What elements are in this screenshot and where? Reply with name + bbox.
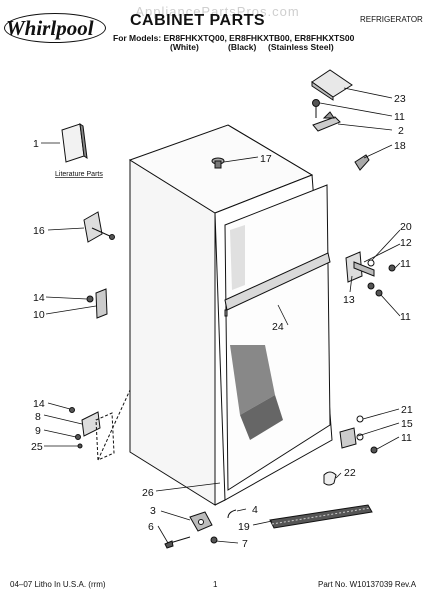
callout-13: 13 bbox=[343, 294, 355, 306]
callout-6: 6 bbox=[148, 521, 154, 533]
callout-1: 1 bbox=[33, 138, 39, 150]
part-10-bracket bbox=[86, 288, 108, 319]
callout-18: 18 bbox=[394, 140, 406, 152]
callout-2: 2 bbox=[398, 125, 404, 137]
brand-logo-ring bbox=[4, 13, 106, 43]
callout-25: 25 bbox=[31, 441, 43, 453]
callout-19: 19 bbox=[238, 521, 250, 533]
callout-14b: 14 bbox=[33, 398, 45, 410]
callout-9: 9 bbox=[35, 425, 41, 437]
leader-lines bbox=[41, 87, 401, 544]
part-15-bottom-hinge bbox=[339, 415, 378, 454]
callout-10: 10 bbox=[33, 309, 45, 321]
callout-12: 12 bbox=[400, 237, 412, 249]
callout-24: 24 bbox=[272, 321, 284, 333]
appliance-type: REFRIGERATOR bbox=[360, 15, 423, 24]
part-2-top-hinge bbox=[312, 99, 341, 132]
page-title: CABINET PARTS bbox=[130, 12, 266, 29]
callout-17: 17 bbox=[260, 153, 272, 165]
part-8-lower-hinge bbox=[69, 389, 131, 461]
callout-26: 26 bbox=[142, 487, 154, 499]
callout-11d: 11 bbox=[401, 432, 412, 444]
footer-print-info: 04–07 Litho In U.S.A. (rrm) bbox=[10, 580, 106, 589]
callout-16: 16 bbox=[33, 225, 45, 237]
callout-7: 7 bbox=[242, 538, 248, 550]
brand-logo: Whirlpool bbox=[6, 16, 94, 40]
model-numbers: For Models: ER8FHKXTQ00, ER8FHKXTB00, ER… bbox=[113, 33, 355, 43]
part-12-center-hinge bbox=[345, 251, 396, 297]
part-3-leveler bbox=[164, 509, 237, 549]
literature-parts-label: Literature Parts bbox=[55, 171, 103, 178]
callout-20: 20 bbox=[400, 221, 412, 233]
callout-labels: 1 Literature Parts 16 14 10 14 8 9 25 26… bbox=[31, 93, 413, 550]
callout-21: 21 bbox=[401, 404, 413, 416]
interior-liner bbox=[230, 225, 283, 440]
callout-3: 3 bbox=[150, 505, 156, 517]
variant-black: (Black) bbox=[228, 42, 257, 52]
footer-page-number: 1 bbox=[213, 580, 218, 589]
callout-11a: 11 bbox=[394, 111, 405, 123]
callout-14a: 14 bbox=[33, 292, 45, 304]
mullion-24 bbox=[224, 252, 331, 317]
part-18-bracket bbox=[354, 154, 370, 171]
part-22-clip bbox=[323, 471, 337, 486]
callout-22: 22 bbox=[344, 467, 356, 479]
variant-white: (White) bbox=[170, 42, 199, 52]
cabinet bbox=[128, 124, 333, 506]
callout-23: 23 bbox=[394, 93, 406, 105]
callout-4: 4 bbox=[252, 504, 258, 516]
callout-15: 15 bbox=[401, 418, 413, 430]
part-16-bracket bbox=[83, 211, 115, 243]
footer-part-number: Part No. W10137039 Rev.A bbox=[318, 580, 417, 589]
part-23-hinge-cover bbox=[311, 69, 353, 101]
part-1-literature bbox=[61, 122, 88, 163]
variant-stainless: (Stainless Steel) bbox=[268, 42, 334, 52]
callout-8: 8 bbox=[35, 411, 41, 423]
part-19-grille bbox=[269, 504, 373, 529]
part-17-cap bbox=[211, 157, 225, 169]
callout-11c: 11 bbox=[400, 311, 411, 323]
callout-11b: 11 bbox=[400, 258, 411, 270]
watermark: AppliancePartsPros.com bbox=[135, 4, 300, 19]
